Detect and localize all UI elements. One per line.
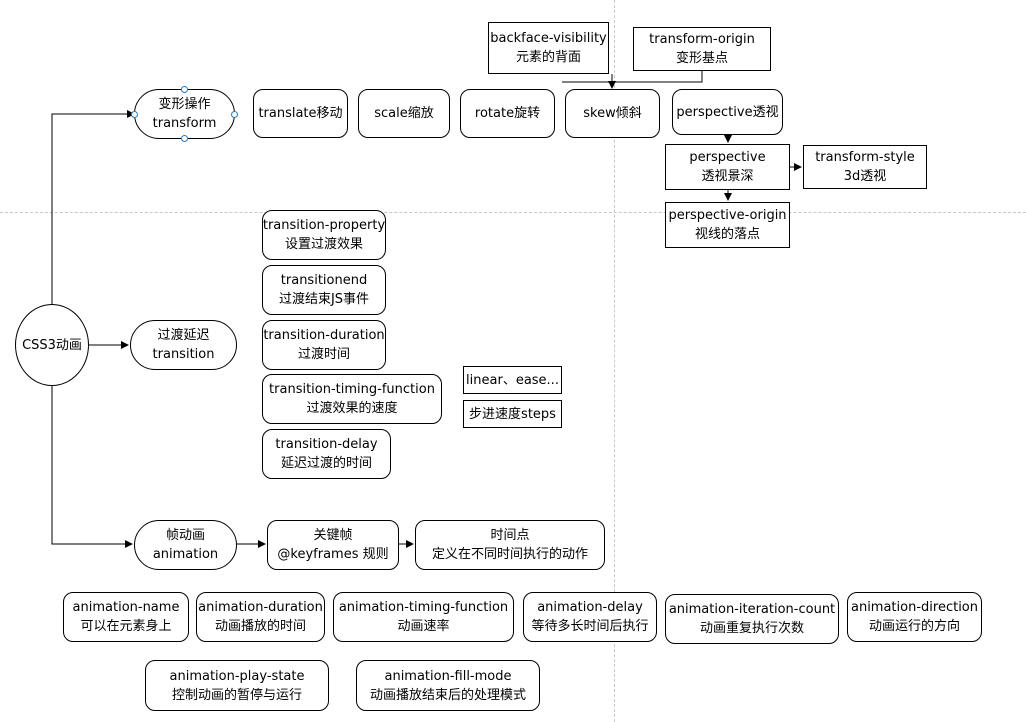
- node-sublabel: 过渡效果的速度: [306, 401, 398, 416]
- node-sublabel: 动画速率: [397, 619, 450, 634]
- node-sublabel: 控制动画的暂停与运行: [171, 687, 302, 703]
- node-sublabel: 动画重复执行次数: [699, 621, 804, 636]
- node-sublabel: transform: [152, 116, 217, 131]
- node-label: 变形操作: [158, 97, 211, 112]
- node-label: 步进速度steps: [469, 406, 556, 422]
- node-label: transition-duration: [263, 328, 385, 343]
- node-label: transition-timing-function: [269, 382, 435, 397]
- node-label: 时间点: [490, 528, 530, 543]
- node-sublabel: 元素的背面: [515, 50, 581, 65]
- node-transition-timing-function[interactable]: transition-timing-function 过渡效果的速度: [262, 374, 442, 424]
- node-label: animation-timing-function: [338, 600, 509, 615]
- node-transition-category[interactable]: 过渡延迟 transition: [130, 320, 237, 370]
- node-sublabel: 3d透视: [843, 169, 887, 184]
- node-animation-name[interactable]: animation-name 可以在元素身上: [63, 592, 189, 642]
- selection-handle-right[interactable]: [231, 111, 238, 118]
- node-label: transform-origin: [649, 32, 755, 47]
- node-label: animation-play-state: [169, 668, 305, 684]
- node-sublabel: @keyframes 规则: [277, 547, 389, 562]
- node-animation-fill-mode[interactable]: animation-fill-mode 动画播放结束后的处理模式: [356, 660, 540, 711]
- node-label: rotate旋转: [474, 106, 541, 121]
- node-label: animation-direction: [850, 600, 978, 615]
- node-sublabel: 过渡时间: [297, 347, 350, 362]
- node-label: 过渡延迟: [157, 328, 210, 343]
- node-animation-delay[interactable]: animation-delay 等待多长时间后执行: [523, 592, 657, 642]
- node-sublabel: 延迟过渡的时间: [280, 456, 372, 471]
- node-transitionend[interactable]: transitionend 过渡结束JS事件: [262, 265, 386, 315]
- node-sublabel: 透视景深: [701, 169, 754, 184]
- node-label: translate移动: [258, 106, 343, 121]
- node-animation-iteration-count[interactable]: animation-iteration-count 动画重复执行次数: [665, 594, 839, 644]
- selection-handle-left[interactable]: [131, 111, 138, 118]
- node-scale[interactable]: scale缩放: [358, 89, 450, 138]
- node-transition-duration[interactable]: transition-duration 过渡时间: [262, 320, 386, 370]
- node-sublabel: 等待多长时间后执行: [531, 619, 649, 634]
- node-animation-direction[interactable]: animation-direction 动画运行的方向: [847, 592, 982, 642]
- node-label: transform-style: [815, 150, 915, 165]
- node-label: perspective: [689, 150, 766, 165]
- edge-root-transform: [51, 110, 135, 304]
- selection-handle-bottom[interactable]: [181, 135, 188, 142]
- node-sublabel: 动画运行的方向: [868, 619, 960, 634]
- node-sublabel: 动画播放的时间: [214, 619, 306, 634]
- node-sublabel: 可以在元素身上: [80, 619, 172, 634]
- node-sublabel: animation: [152, 547, 219, 562]
- node-label: scale缩放: [374, 106, 434, 121]
- node-label: skew倾斜: [583, 106, 642, 121]
- node-label: animation-iteration-count: [668, 602, 836, 617]
- node-sublabel: 动画播放结束后的处理模式: [369, 687, 526, 703]
- node-skew[interactable]: skew倾斜: [565, 89, 660, 138]
- node-sublabel: 变形基点: [675, 51, 728, 66]
- node-steps[interactable]: 步进速度steps: [463, 400, 562, 428]
- node-perspective-item[interactable]: perspective透视: [672, 89, 783, 135]
- node-animation-category[interactable]: 帧动画 animation: [134, 520, 237, 570]
- node-sublabel: transition: [152, 347, 215, 362]
- node-animation-timing-function[interactable]: animation-timing-function 动画速率: [333, 592, 514, 642]
- edge-root-animation: [51, 386, 133, 548]
- node-transition-delay[interactable]: transition-delay 延迟过渡的时间: [262, 429, 391, 479]
- node-label: animation-duration: [198, 600, 323, 615]
- node-sublabel: 过渡结束JS事件: [278, 292, 370, 307]
- node-rotate[interactable]: rotate旋转: [460, 89, 555, 138]
- node-transform-style[interactable]: transform-style 3d透视: [803, 145, 927, 189]
- node-sublabel: 设置过渡效果: [284, 237, 363, 252]
- node-label: transitionend: [280, 273, 368, 288]
- node-linear-ease[interactable]: linear、ease...: [463, 366, 562, 394]
- node-sublabel: 定义在不同时间执行的动作: [431, 547, 588, 562]
- node-label: transition-delay: [275, 437, 378, 452]
- node-label: animation-fill-mode: [384, 668, 512, 684]
- edge-origin-join: [562, 70, 703, 83]
- node-perspective-origin[interactable]: perspective-origin 视线的落点: [665, 202, 790, 248]
- node-label: perspective透视: [676, 104, 779, 120]
- node-label: animation-delay: [537, 600, 643, 615]
- node-label: transition-property: [262, 218, 386, 233]
- node-label: 关键帧: [313, 528, 353, 543]
- node-label: animation-name: [72, 600, 180, 615]
- selection-handle-top[interactable]: [181, 86, 188, 93]
- node-css3-animation[interactable]: CSS3动画: [15, 304, 89, 386]
- node-sublabel: 视线的落点: [694, 227, 760, 242]
- node-keyframes[interactable]: 关键帧 @keyframes 规则: [267, 520, 399, 570]
- guide-line-horizontal: [0, 212, 1026, 213]
- node-perspective-depth[interactable]: perspective 透视景深: [665, 144, 790, 190]
- node-label: 帧动画: [165, 528, 205, 543]
- node-transform-category[interactable]: 变形操作 transform: [134, 89, 235, 139]
- node-label: linear、ease...: [466, 372, 559, 388]
- node-animation-duration[interactable]: animation-duration 动画播放的时间: [196, 592, 325, 642]
- node-translate[interactable]: translate移动: [253, 89, 348, 138]
- node-label: CSS3动画: [22, 337, 82, 353]
- node-transition-property[interactable]: transition-property 设置过渡效果: [262, 210, 386, 260]
- node-label: perspective-origin: [668, 208, 787, 223]
- node-transform-origin[interactable]: transform-origin 变形基点: [633, 27, 771, 71]
- node-animation-play-state[interactable]: animation-play-state 控制动画的暂停与运行: [145, 660, 329, 711]
- node-backface-visibility[interactable]: backface-visibility 元素的背面: [488, 22, 609, 74]
- node-timepoint[interactable]: 时间点 定义在不同时间执行的动作: [415, 520, 605, 570]
- node-label: backface-visibility: [490, 31, 607, 46]
- guide-line-vertical: [614, 0, 615, 722]
